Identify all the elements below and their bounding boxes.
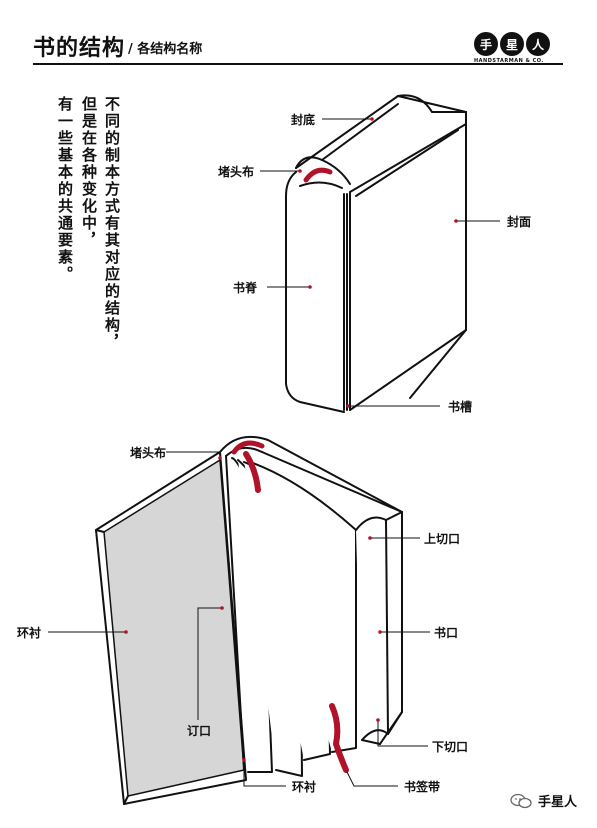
label-spine: 书脊 — [233, 281, 258, 295]
label-top-edge: 上切口 — [424, 532, 461, 546]
title-rule — [33, 63, 563, 65]
label-headband-top: 堵头布 — [218, 165, 255, 179]
logo-char-3: 人 — [526, 32, 550, 56]
intro-line-2: 但是在各种变化中， — [80, 96, 98, 249]
footer-account-name: 手星人 — [537, 795, 577, 810]
label-fore-edge: 书口 — [434, 626, 459, 640]
leader-lines — [48, 118, 500, 787]
label-front-cover: 封面 — [507, 215, 532, 229]
logo-mark: 手 星 人 — [474, 32, 556, 56]
label-bookmark-ribbon: 书签带 — [404, 780, 441, 794]
label-endpaper-bottom: 环衬 — [292, 780, 317, 794]
page-title: 书的结构 — [33, 35, 126, 61]
closed-book-illustration — [285, 94, 467, 413]
intro-line-3: 有一些基本的共通要素。 — [56, 96, 74, 283]
label-joint-groove: 书槽 — [448, 400, 473, 414]
logo-char-2: 星 — [500, 32, 524, 56]
label-endpaper-left: 环衬 — [17, 626, 42, 640]
page-subtitle: / 各结构名称 — [128, 42, 203, 57]
leader-dots — [124, 117, 458, 772]
intro-line-1: 不同的制本方式有其对应的结构， — [103, 96, 121, 351]
label-gutter: 订口 — [187, 724, 212, 738]
wechat-icon — [510, 793, 532, 808]
label-bottom-edge: 下切口 — [432, 740, 469, 754]
logo-char-1: 手 — [474, 32, 498, 56]
logo-subtext: HANDSTARMAN & CO. — [474, 58, 544, 64]
label-headband-bottom: 堵头布 — [130, 446, 167, 460]
label-back-cover: 封底 — [291, 113, 316, 127]
brand-logo: 手 星 人 HANDSTARMAN & CO. — [474, 32, 556, 64]
open-book-illustration — [95, 436, 403, 805]
footer-account[interactable]: 手星人 — [510, 791, 577, 810]
